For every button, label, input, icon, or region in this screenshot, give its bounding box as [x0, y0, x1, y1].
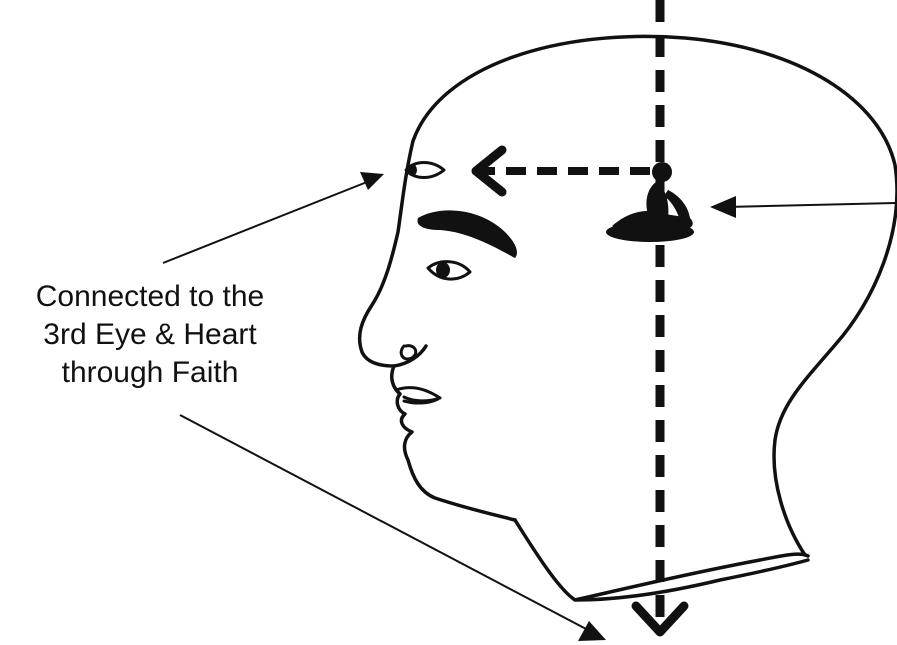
pointer-line-figure: [726, 203, 897, 207]
caption-line-2: 3rd Eye & Heart: [0, 316, 300, 354]
lips: [396, 388, 440, 403]
pointer-arrowhead-third-eye: [360, 172, 384, 190]
eye-pupil: [436, 262, 450, 278]
caption-line-1: Connected to the: [0, 278, 300, 316]
nostril: [401, 346, 416, 359]
head-outline: [360, 36, 897, 555]
pointer-arrowhead-figure: [710, 196, 736, 218]
caption-text: Connected to the 3rd Eye & Heart through…: [0, 278, 300, 392]
pointer-line-third-eye: [163, 180, 372, 263]
third-eye-pupil: [407, 164, 417, 176]
caption-line-3: through Faith: [0, 354, 300, 392]
pointer-line-heart: [180, 415, 588, 630]
eyebrow: [417, 210, 516, 258]
pointer-arrowhead-heart: [578, 621, 606, 641]
